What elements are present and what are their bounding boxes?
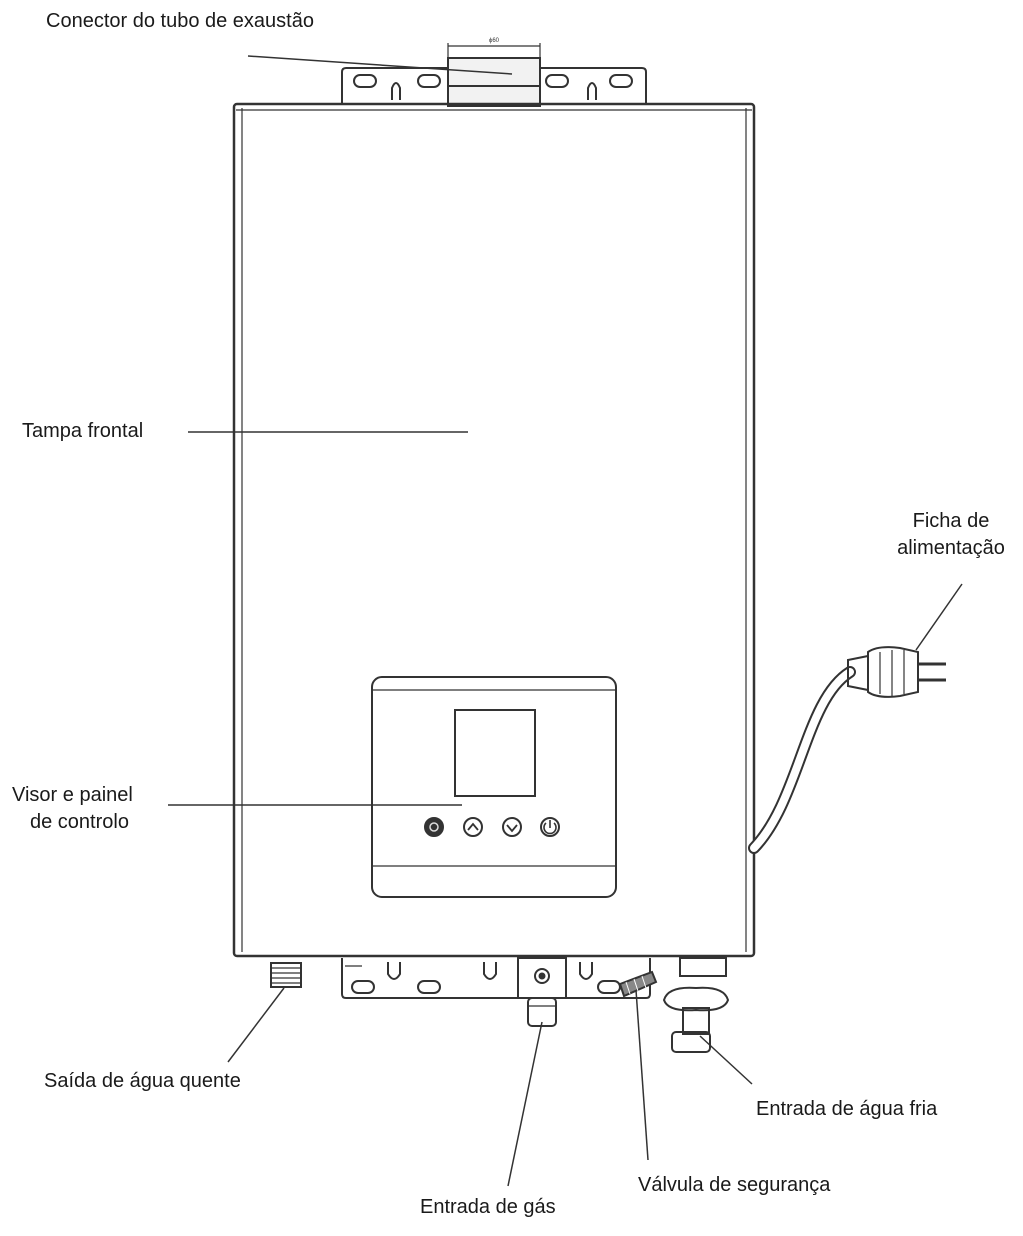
- leader-line-exhaust: [247, 55, 513, 75]
- label-display-panel-line2: de controlo: [30, 811, 129, 833]
- power-icon: [424, 817, 444, 837]
- cold-water-inlet: [662, 957, 730, 1053]
- label-hot-water-outlet: Saída de água quente: [44, 1070, 241, 1092]
- exhaust-connector: ϕ60: [447, 38, 541, 107]
- label-power-plug-line1: Ficha de: [912, 510, 990, 532]
- label-display-panel-line1: Visor e painel: [12, 784, 133, 806]
- leader-lines: [168, 55, 963, 1187]
- label-front-cover: Tampa frontal: [22, 420, 144, 442]
- leader-line-hot-water: [227, 987, 285, 1063]
- label-safety-valve: Válvula de segurança: [638, 1174, 831, 1196]
- power-plug: [847, 646, 946, 698]
- gas-inlet: [517, 957, 567, 1027]
- main-casing: [232, 102, 756, 958]
- chevron-up-icon: [463, 817, 483, 837]
- dimension-mark: ϕ60: [489, 38, 500, 44]
- chevron-down-icon: [502, 817, 522, 837]
- power-cord: [748, 666, 856, 854]
- label-exhaust-connector: Conector do tubo de exaustão: [46, 10, 314, 32]
- label-cold-water-inlet: Entrada de água fria: [756, 1098, 938, 1120]
- safety-valve: [618, 970, 658, 998]
- leader-line-safety-valve: [635, 989, 649, 1161]
- leader-line-cold-water: [699, 1035, 753, 1085]
- label-gas-inlet: Entrada de gás: [420, 1196, 556, 1218]
- leader-line-power-plug: [915, 583, 963, 651]
- bottom-mounting-bracket: [341, 958, 651, 999]
- control-panel: [371, 676, 617, 898]
- label-power-plug-line2: alimentação: [897, 537, 1005, 559]
- display-screen: [454, 709, 536, 797]
- standby-icon: [540, 817, 560, 837]
- leader-line-gas: [507, 1021, 543, 1187]
- hot-water-outlet: [270, 962, 302, 988]
